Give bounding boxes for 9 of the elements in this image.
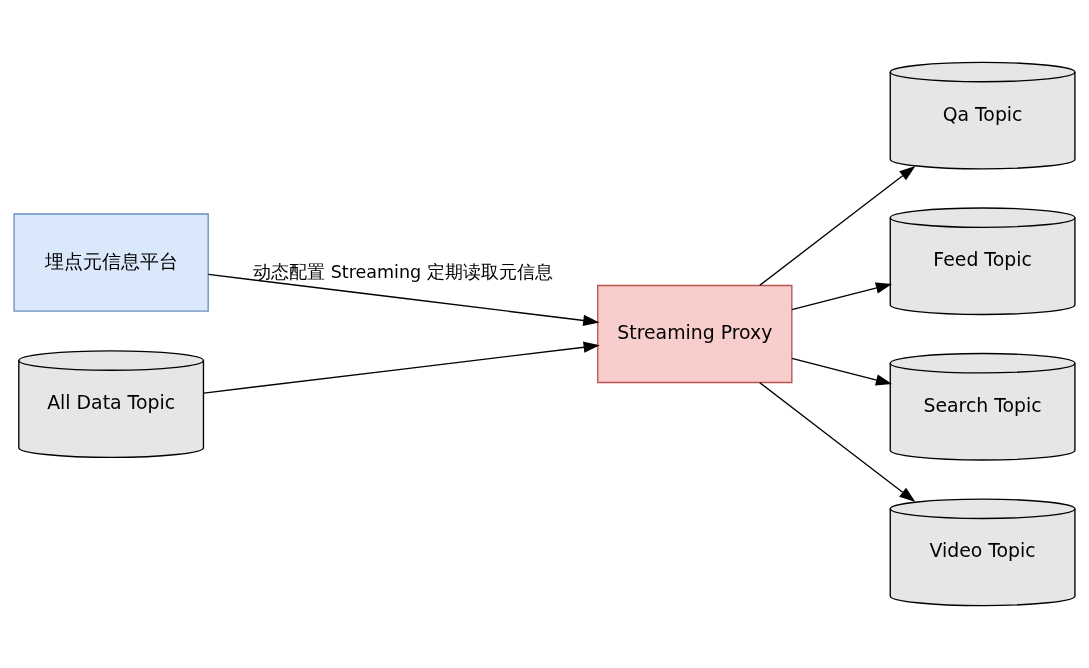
arrow [207, 273, 600, 327]
arrow [203, 341, 600, 394]
arrow [759, 166, 916, 286]
node-box: Streaming Proxy [597, 284, 793, 384]
edge-label: 动态配置 Streaming 定期读取元信息 [253, 261, 553, 282]
arrow [791, 282, 893, 311]
node-box: 埋点元信息平台 [13, 213, 209, 312]
arrow [759, 382, 916, 502]
arrow [791, 357, 893, 386]
